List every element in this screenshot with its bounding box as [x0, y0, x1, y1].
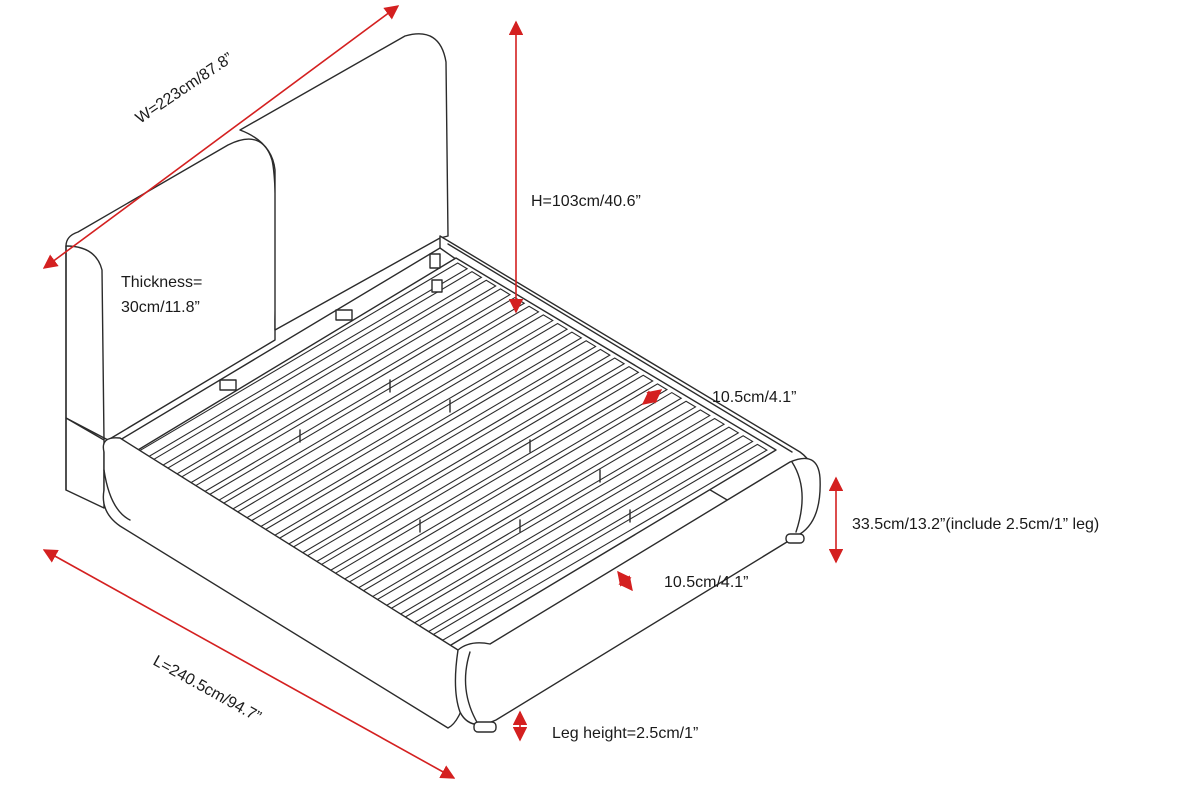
length-arrow — [42, 549, 456, 779]
footboard-curve-back — [791, 461, 803, 533]
thickness-label-line1: Thickness= — [121, 274, 202, 291]
thickness-label-line2: 30cm/11.8” — [121, 299, 200, 316]
length-label: L=240.5cm/94.7” — [150, 653, 264, 726]
footboard — [454, 457, 821, 726]
footboard-curve-front — [464, 651, 479, 725]
bed-illustration — [65, 33, 821, 733]
side-rail-inner-edge — [447, 243, 793, 453]
rail-width-label: 10.5cm/4.1” — [664, 574, 748, 591]
leg-height-label: Leg height=2.5cm/1” — [552, 725, 698, 742]
slat-gap-label: 10.5cm/4.1” — [712, 389, 796, 406]
height-label: H=103cm/40.6” — [531, 193, 641, 210]
side-height-label: 33.5cm/13.2”(include 2.5cm/1” leg) — [852, 516, 1099, 533]
width-arrow — [42, 5, 400, 269]
dimension-arrows — [42, 5, 844, 779]
leg-front — [473, 721, 497, 733]
rail-width-arrow — [617, 570, 633, 592]
bracket-4 — [431, 279, 443, 293]
bracket-1 — [219, 379, 237, 391]
leg-back — [785, 533, 805, 544]
bracket-2 — [335, 309, 353, 321]
width-label: W=223cm/87.8” — [133, 50, 237, 128]
bracket-3 — [429, 253, 441, 269]
rail-curve — [103, 469, 131, 521]
slat-gap-arrow — [641, 389, 663, 405]
